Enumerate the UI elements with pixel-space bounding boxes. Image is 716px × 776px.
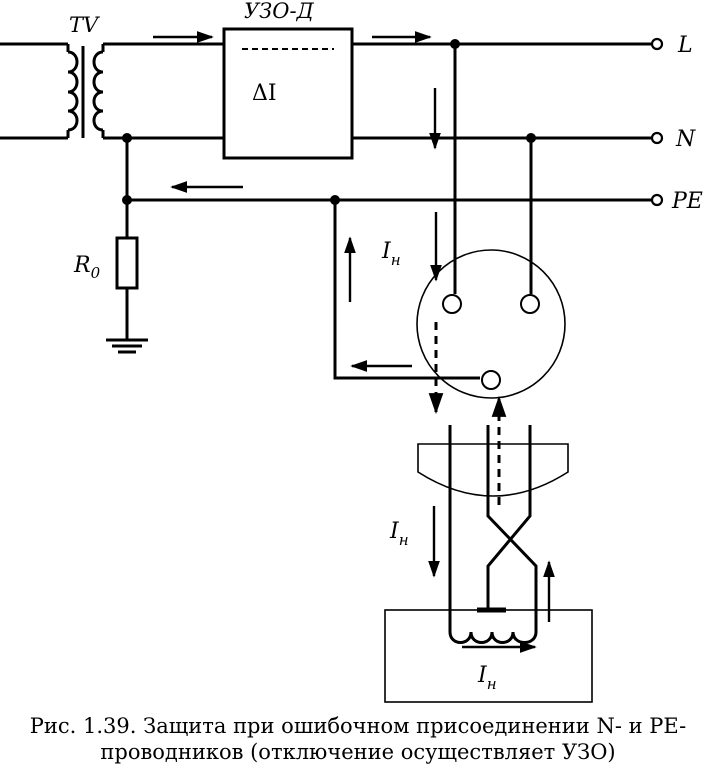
terminal-n bbox=[650, 131, 664, 145]
socket-pin-l bbox=[442, 294, 462, 314]
load-coil bbox=[448, 631, 538, 644]
socket-pin-n bbox=[520, 294, 540, 314]
plug-wire-cross-b bbox=[486, 425, 532, 610]
rcd-box bbox=[222, 27, 354, 160]
delta-i-label: ΔI bbox=[252, 81, 277, 106]
load-box bbox=[384, 609, 593, 703]
wire-pe-to-socket bbox=[333, 200, 480, 380]
line-pe-label: PE bbox=[671, 189, 703, 214]
socket-pin-pe bbox=[481, 370, 501, 390]
transformer-primary-coil bbox=[67, 50, 79, 132]
transformer-secondary-coil bbox=[92, 50, 104, 132]
line-n-label: N bbox=[675, 127, 696, 152]
junction-n-secondary bbox=[122, 133, 132, 143]
resistor-r0 bbox=[115, 236, 139, 290]
current-label-upper: Iн bbox=[381, 239, 401, 269]
rcd-label: УЗО-Д bbox=[244, 0, 315, 23]
caption-line-1: Рис. 1.39. Защита при ошибочном присоеди… bbox=[29, 714, 687, 738]
caption-line-2: проводников (отключение осуществляет УЗО… bbox=[100, 740, 616, 764]
transformer-label: TV bbox=[69, 13, 100, 37]
current-label-middle: Iн bbox=[389, 519, 409, 549]
junction-l bbox=[450, 39, 460, 49]
current-label-load: Iн bbox=[477, 663, 497, 693]
line-l-label: L bbox=[677, 33, 693, 58]
junction-n-line bbox=[526, 133, 536, 143]
socket-outline bbox=[416, 249, 566, 399]
figure-caption: Рис. 1.39. Защита при ошибочном присоеди… bbox=[0, 713, 716, 765]
plug-wire-cross-a bbox=[486, 425, 538, 632]
plug-body bbox=[417, 443, 569, 497]
junction-pe-mid bbox=[330, 195, 340, 205]
terminal-pe bbox=[650, 193, 664, 207]
junction-pe-left bbox=[122, 195, 132, 205]
resistor-r0-label: R0 bbox=[73, 253, 101, 282]
terminal-l bbox=[650, 37, 664, 51]
